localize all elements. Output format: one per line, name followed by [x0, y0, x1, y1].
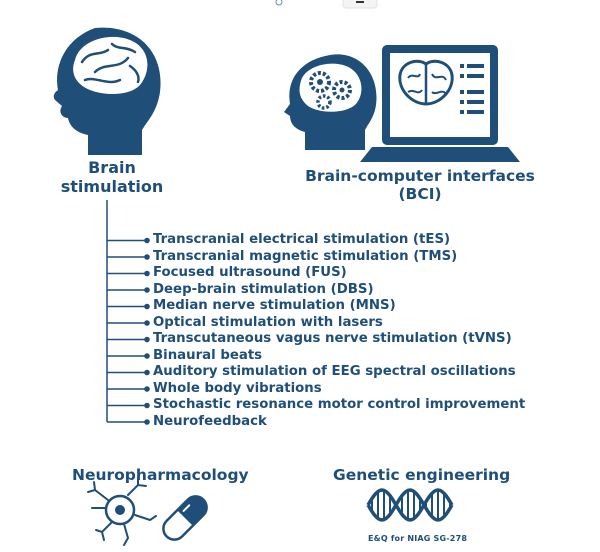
tree-node-dot: [144, 402, 150, 409]
tree-node-dot: [144, 353, 150, 359]
tree-node-dot: [144, 270, 150, 277]
method-item: Neurofeedback: [153, 413, 267, 429]
neuropharmacology-title: Neuropharmacology: [72, 466, 249, 484]
dna-strand: [366, 488, 454, 522]
brain-title-line2: stimulation: [60, 177, 164, 196]
method-item: Median nerve stimulation (MNS): [153, 298, 396, 313]
download-icon: [356, 1, 364, 3]
tree-node-dot: [144, 237, 150, 244]
method-item: Auditory stimulation of EEG spectral osc…: [153, 364, 516, 379]
tree-node-dot: [144, 320, 150, 326]
method-tree-connectors: [106, 200, 150, 425]
neuron-icon: [87, 477, 157, 546]
dna-icon: [366, 488, 454, 522]
brain-stimulation-title: Brain stimulation: [52, 158, 172, 196]
download-tab: [342, 0, 378, 9]
tree-node-dot: [144, 336, 150, 343]
method-item: Transcranial magnetic stimulation (TMS): [153, 248, 458, 264]
dna-strand: [366, 488, 454, 522]
tree-node-dot: [144, 254, 150, 260]
tree-node-dot: [144, 419, 150, 425]
tree-node-dot: [144, 386, 150, 392]
method-item: Stochastic resonance motor control impro…: [153, 397, 526, 412]
method-item: Transcutaneous vagus nerve stimulation (…: [153, 331, 512, 346]
method-item: Transcranial electrical stimulation (tES…: [153, 232, 451, 247]
laptop-brain-icon: [360, 45, 520, 162]
tree-node-dot: [144, 287, 150, 293]
method-item: Focused ultrasound (FUS): [153, 265, 347, 280]
dna-caption: E&Q for NIAG SG-278: [368, 534, 468, 543]
genetic-engineering-title: Genetic engineering: [333, 466, 511, 484]
tree-node-dot: [144, 303, 150, 310]
head-gears-icon: [284, 54, 377, 150]
bci-title: Brain-computer interfaces (BCI): [305, 167, 535, 203]
brain-stimulation-methods: Transcranial electrical stimulation (tES…: [153, 232, 525, 430]
stray-mark: [275, 0, 283, 6]
method-item: Deep-brain stimulation (DBS): [153, 281, 374, 297]
head-brain-icon: [53, 27, 161, 156]
capsule-icon: [162, 495, 208, 541]
method-item: Whole body vibrations: [153, 380, 322, 396]
method-item: Optical stimulation with lasers: [153, 314, 383, 330]
tree-node-dot: [144, 369, 150, 376]
brain-title-line1: Brain: [88, 158, 136, 177]
method-item: Binaural beats: [153, 347, 263, 363]
